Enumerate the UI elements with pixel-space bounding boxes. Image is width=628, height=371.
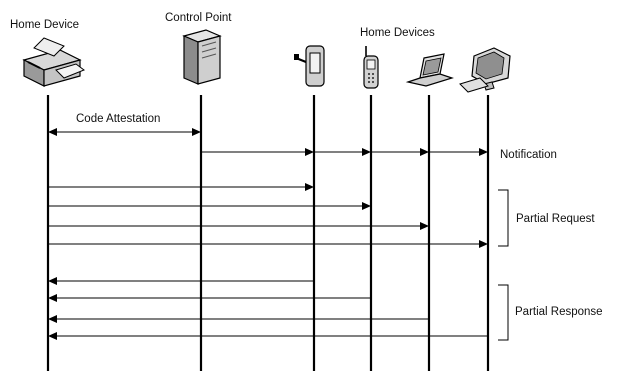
partial-request-bracket (498, 189, 509, 247)
code-attestation-label: Code Attestation (76, 113, 160, 125)
notification-label: Notification (500, 149, 557, 161)
control-point-label: Control Point (165, 12, 232, 24)
desktop-computer-icon (459, 47, 511, 93)
printer-icon (22, 37, 86, 87)
partial-request-label: Partial Request (516, 213, 595, 225)
pda-icon (294, 45, 325, 87)
home-devices-label: Home Devices (360, 27, 435, 39)
partial-response-bracket (498, 284, 509, 341)
laptop-icon (405, 53, 454, 87)
mobile-phone-icon (363, 46, 379, 89)
server-icon (182, 29, 222, 85)
home-device-label: Home Device (10, 19, 79, 31)
partial-response-label: Partial Response (515, 306, 603, 318)
